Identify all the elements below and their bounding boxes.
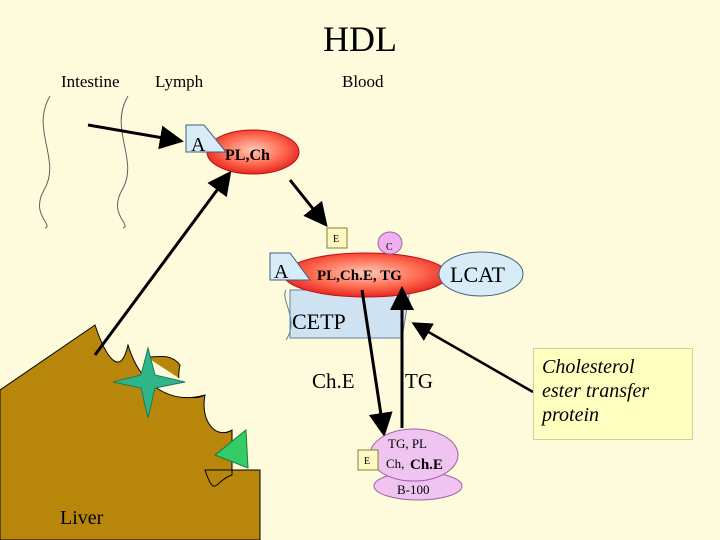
ldl-content-line1: TG, PL xyxy=(388,436,427,451)
triangle-shape xyxy=(214,428,249,469)
mature-apo-a-label: A xyxy=(274,261,289,283)
blood-label: Blood xyxy=(342,72,384,91)
cetp-label: CETP xyxy=(292,309,346,334)
diagram-title: HDL xyxy=(323,19,397,59)
nascent-hdl-content: PL,Ch xyxy=(225,147,270,164)
ldl-apo-e xyxy=(357,449,379,471)
cetp-callout: Cholesterol ester transfer protein xyxy=(533,348,693,440)
mature-apo-c xyxy=(377,231,403,255)
che-transfer-arrow xyxy=(360,289,393,437)
cetp-transfer-out-label: Ch.E xyxy=(312,369,355,393)
callout-line3: protein xyxy=(542,404,600,426)
nascent-apo-a-label: A xyxy=(191,134,206,156)
liver-to-hdl-arrow xyxy=(93,170,232,356)
ldl-content-line2-a: Ch, xyxy=(386,456,404,471)
ldl-content-line2-b: Ch.E xyxy=(410,457,443,473)
cetp-transfer-in-label: TG xyxy=(405,369,433,393)
callout-pointer-arrow xyxy=(411,322,534,394)
mature-apo-e-label: E xyxy=(333,234,339,245)
callout-line2: ester transfer xyxy=(542,380,650,402)
intestine-right-edge xyxy=(117,95,129,229)
mature-apo-c-label: C xyxy=(386,242,393,253)
nascent-to-mature-arrow xyxy=(288,179,328,228)
lymph-label: Lymph xyxy=(155,72,204,91)
lcat-enzyme xyxy=(438,251,524,297)
intestine-label: Intestine xyxy=(61,72,120,91)
mature-apo-a xyxy=(269,252,311,281)
nascent-apo-a xyxy=(185,124,228,153)
star-shape xyxy=(112,346,186,419)
liver-label: Liver xyxy=(60,507,104,529)
lcat-label: LCAT xyxy=(450,262,506,287)
ldl-apo-b100-label: B-100 xyxy=(397,482,430,497)
intestine-left-edge xyxy=(39,95,51,229)
mature-hdl-content: PL,Ch.E, TG xyxy=(317,268,402,284)
mature-apo-e xyxy=(326,227,348,249)
intestine-to-hdl-arrow xyxy=(87,123,184,150)
callout-line1: Cholesterol xyxy=(542,356,635,378)
ldl-apo-e-label: E xyxy=(364,456,370,467)
